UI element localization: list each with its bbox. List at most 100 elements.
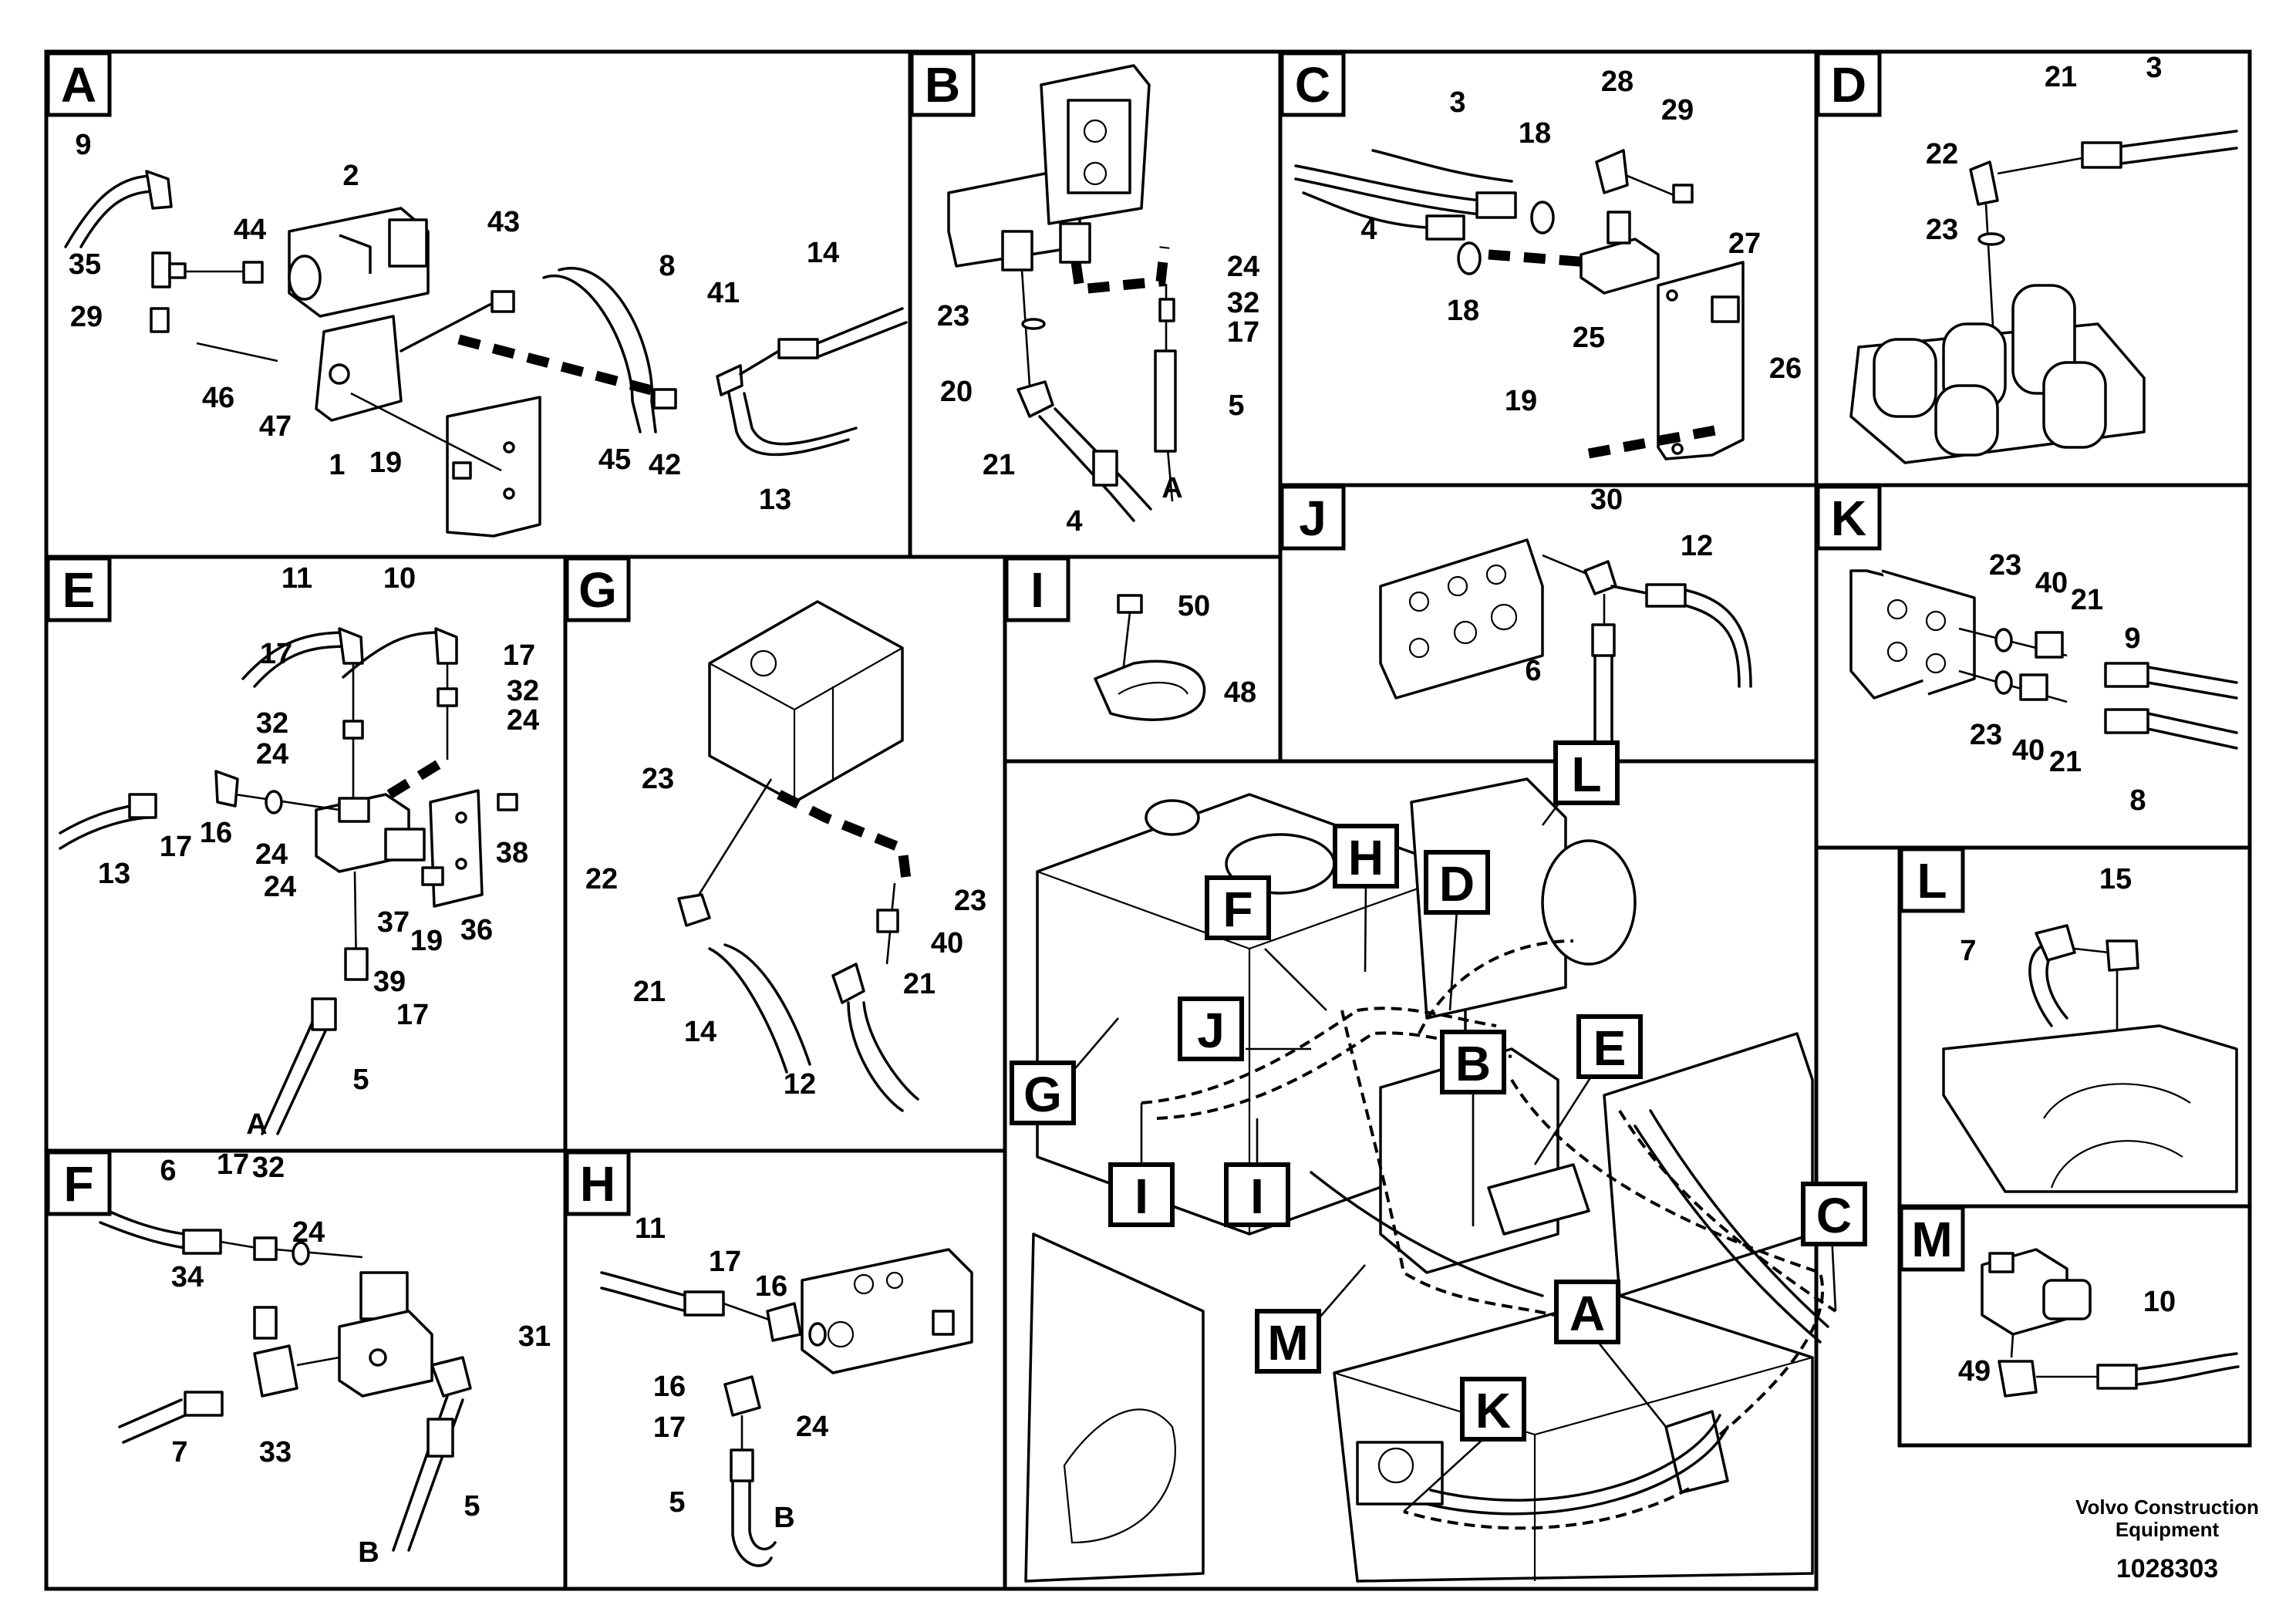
part-label-b-4: 4	[1066, 505, 1082, 538]
part-label-k-23: 23	[1970, 719, 2002, 751]
overview-callout-c: C	[1801, 1182, 1867, 1246]
overview-callout-l: L	[1553, 740, 1620, 805]
part-label-e-32: 32	[507, 675, 539, 707]
part-label-i-50: 50	[1178, 590, 1210, 622]
part-label-m-49: 49	[1958, 1355, 1991, 1388]
overview-callout-k: K	[1460, 1377, 1526, 1442]
brand-line-2: Equipment	[2116, 1518, 2220, 1541]
part-label-e-5: 5	[352, 1064, 369, 1096]
svg-text:H: H	[580, 1156, 615, 1212]
part-label-g-12: 12	[784, 1068, 816, 1101]
part-label-k-40: 40	[2012, 734, 2045, 767]
svg-text:G: G	[1023, 1067, 1062, 1122]
part-label-a-9: 9	[75, 129, 91, 161]
part-label-a-8: 8	[659, 250, 675, 282]
panel-k-drawing	[1849, 569, 2238, 750]
overview-callout-i: I	[1108, 1162, 1175, 1227]
panel-tag-c: C	[1279, 51, 1346, 117]
part-label-a-42: 42	[649, 449, 681, 481]
panel-borders	[44, 49, 2252, 1591]
svg-text:F: F	[1222, 882, 1253, 937]
part-label-h-24: 24	[796, 1411, 828, 1443]
part-label-c-19: 19	[1505, 385, 1537, 417]
brand-line-1: Volvo Construction	[2075, 1496, 2259, 1519]
part-label-a-29: 29	[70, 301, 103, 333]
overview-leaders	[1071, 794, 1837, 1512]
part-label-e-17: 17	[503, 639, 535, 672]
part-label-e-24: 24	[255, 838, 288, 871]
overview-callout-j: J	[1178, 996, 1244, 1061]
part-label-c-18: 18	[1519, 117, 1551, 150]
part-label-b-24: 24	[1227, 251, 1259, 283]
part-label-g-23: 23	[954, 885, 986, 917]
part-label-e-24: 24	[256, 738, 288, 771]
part-label-e-17: 17	[160, 831, 192, 863]
svg-text:I: I	[1135, 1168, 1148, 1224]
svg-text:K: K	[1475, 1383, 1511, 1438]
part-label-e-24: 24	[507, 704, 539, 737]
part-label-f-5: 5	[464, 1490, 480, 1523]
svg-text:L: L	[1571, 747, 1601, 802]
part-label-l-15: 15	[2099, 863, 2132, 895]
part-label-b-5: 5	[1228, 389, 1244, 422]
panel-tag-e: E	[46, 556, 112, 622]
part-label-j-6: 6	[1525, 655, 1541, 687]
part-label-f-17: 17	[217, 1148, 249, 1181]
panel-a-drawing	[64, 170, 908, 538]
svg-text:B: B	[1455, 1036, 1491, 1091]
panel-c-drawing	[1294, 149, 1745, 460]
overview-callout-b: B	[1440, 1030, 1506, 1094]
part-label-f-33: 33	[259, 1436, 292, 1469]
part-label-a-1: 1	[329, 449, 345, 481]
panel-tag-b: B	[909, 51, 976, 117]
panel-tag-i: I	[1004, 556, 1070, 622]
overview-callout-h: H	[1333, 824, 1399, 889]
part-label-a-14: 14	[807, 237, 839, 269]
title-block: Volvo Construction Equipment 1028303	[2075, 1496, 2259, 1583]
part-label-k-21: 21	[2049, 746, 2082, 778]
part-label-c-26: 26	[1769, 352, 1802, 385]
part-label-e-17: 17	[396, 999, 429, 1031]
part-label-e-37: 37	[377, 906, 410, 939]
panel-d-drawing	[1849, 130, 2238, 464]
part-label-a-35: 35	[69, 248, 101, 281]
overview-callout-a: A	[1554, 1280, 1620, 1344]
panel-l-drawing	[1942, 924, 2238, 1193]
svg-text:J: J	[1299, 491, 1327, 546]
svg-text:A: A	[61, 57, 96, 113]
part-label-d-21: 21	[2045, 61, 2077, 93]
part-label-b-23: 23	[937, 300, 969, 332]
part-label-f-6: 6	[160, 1155, 176, 1187]
svg-text:A: A	[1569, 1286, 1605, 1341]
part-label-g-21: 21	[633, 976, 666, 1008]
part-label-c-3: 3	[1449, 86, 1465, 119]
part-label-i-48: 48	[1224, 676, 1256, 709]
part-label-a-46: 46	[202, 382, 234, 414]
part-label-k-21: 21	[2071, 584, 2103, 616]
part-label-b-32: 32	[1227, 287, 1259, 319]
part-label-f-32: 32	[252, 1152, 285, 1184]
part-label-e-16: 16	[200, 817, 232, 849]
part-label-b-17: 17	[1227, 316, 1259, 349]
part-label-e-17: 17	[260, 638, 292, 670]
part-label-b-a: A	[1161, 472, 1182, 504]
drawing-number: 1028303	[2116, 1554, 2218, 1583]
part-label-d-3: 3	[2146, 52, 2162, 84]
panel-tag-l: L	[1899, 847, 1965, 913]
part-label-b-21: 21	[983, 449, 1015, 481]
svg-text:F: F	[63, 1156, 93, 1212]
part-label-g-14: 14	[684, 1016, 716, 1048]
panel-tag-h: H	[565, 1150, 631, 1216]
panel-tag-a: A	[46, 51, 112, 117]
panel-tag-m: M	[1899, 1206, 1965, 1272]
part-label-f-24: 24	[292, 1216, 325, 1249]
part-label-j-12: 12	[1681, 530, 1713, 562]
svg-text:E: E	[62, 562, 96, 618]
part-label-k-40: 40	[2035, 567, 2068, 599]
svg-text:I: I	[1030, 562, 1044, 618]
part-label-h-5: 5	[669, 1486, 685, 1519]
part-label-h-17: 17	[709, 1246, 741, 1278]
svg-text:C: C	[1816, 1188, 1852, 1243]
